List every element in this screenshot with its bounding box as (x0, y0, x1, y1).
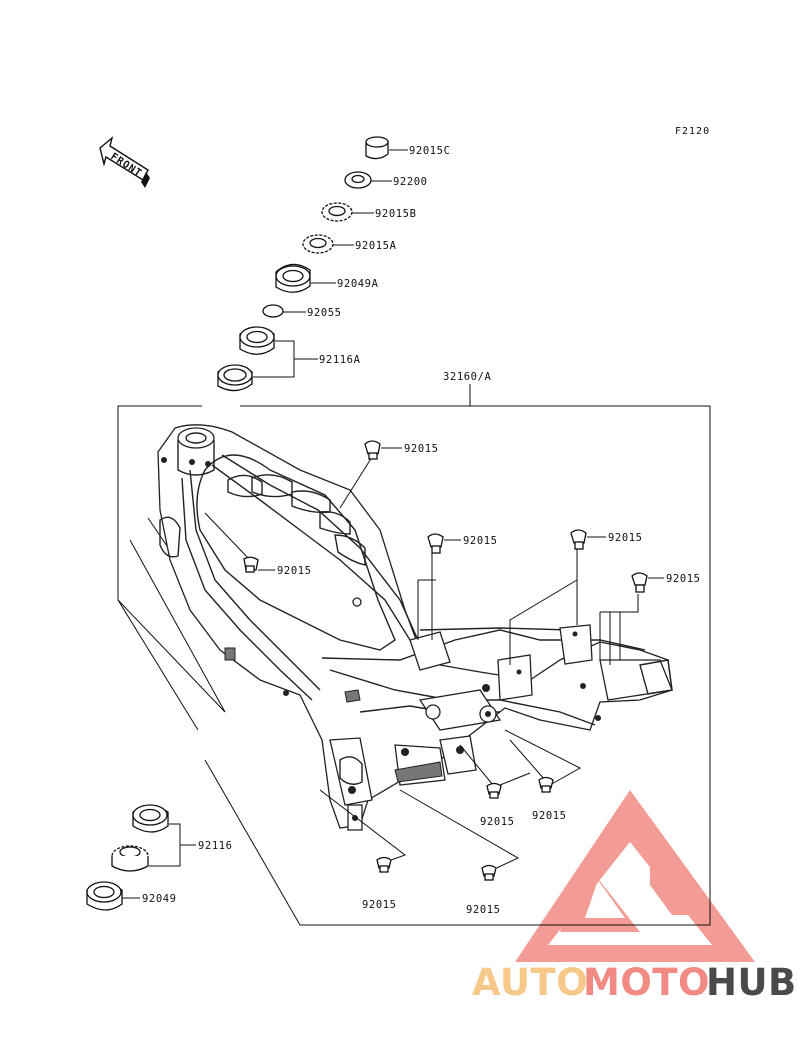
label-92055: 92055 (307, 307, 342, 319)
nut-92015b: 92015B (321, 202, 417, 222)
watermark-hub: HUB (706, 961, 797, 1004)
frame-assembly-bracket: 32160/A (117, 371, 711, 926)
label-92015c: 92015C (409, 145, 451, 157)
bolt-92015-7: 92015 (532, 776, 567, 822)
o-ring-92055: 92055 (262, 304, 342, 319)
label-bolt-9: 92015 (466, 904, 501, 916)
bolt-92015-9: 92015 (466, 864, 501, 916)
steering-stem-parts: 92015C 92200 92015B 92015A (217, 136, 451, 392)
bolt-92015-6: 92015 (480, 782, 515, 828)
bearing-92116a: 92116A (217, 326, 361, 392)
figure-id: F2120 (675, 126, 710, 137)
motorcycle-frame (157, 424, 673, 831)
label-92200: 92200 (393, 176, 428, 188)
watermark-triangle-icon (515, 790, 755, 962)
bolt-92015-3: 92015 (570, 529, 643, 550)
label-92049a: 92049A (337, 278, 379, 290)
label-bolt-3: 92015 (608, 532, 643, 544)
lower-seal-92049: 92049 (86, 881, 177, 911)
label-92049: 92049 (142, 893, 177, 905)
label-bolt-2: 92015 (463, 535, 498, 547)
cap-nut-92015c: 92015C (365, 136, 451, 160)
bolt-92015-4: 92015 (631, 572, 701, 593)
bolt-92015-2: 92015 (427, 533, 498, 554)
bolt-92015-1: 92015 (364, 440, 439, 460)
front-arrow-icon: FRONT (99, 136, 150, 188)
label-92015b: 92015B (375, 208, 417, 220)
washer-92200: 92200 (344, 171, 428, 189)
watermark-moto: MOTO (583, 961, 710, 1004)
watermark-auto: AUTO (472, 961, 588, 1004)
label-92116: 92116 (198, 840, 233, 852)
bolt-92015-5: 92015 (243, 556, 312, 577)
label-92116a: 92116A (319, 354, 361, 366)
label-92015a: 92015A (355, 240, 397, 252)
label-bolt-8: 92015 (362, 899, 397, 911)
lower-bearing-92116: 92116 (111, 804, 233, 872)
bolt-92015-8: 92015 (362, 856, 397, 911)
label-bolt-1: 92015 (404, 443, 439, 455)
label-bolt-7: 92015 (532, 810, 567, 822)
bolt-leader-lines (204, 456, 639, 873)
label-bolt-4: 92015 (666, 573, 701, 585)
nut-92015a: 92015A (302, 234, 397, 254)
seal-92049a: 92049A (275, 263, 379, 293)
label-32160a: 32160/A (443, 371, 492, 383)
label-bolt-5: 92015 (277, 565, 312, 577)
label-bolt-6: 92015 (480, 816, 515, 828)
watermark-logo: AUTO MOTO HUB (472, 961, 797, 1004)
